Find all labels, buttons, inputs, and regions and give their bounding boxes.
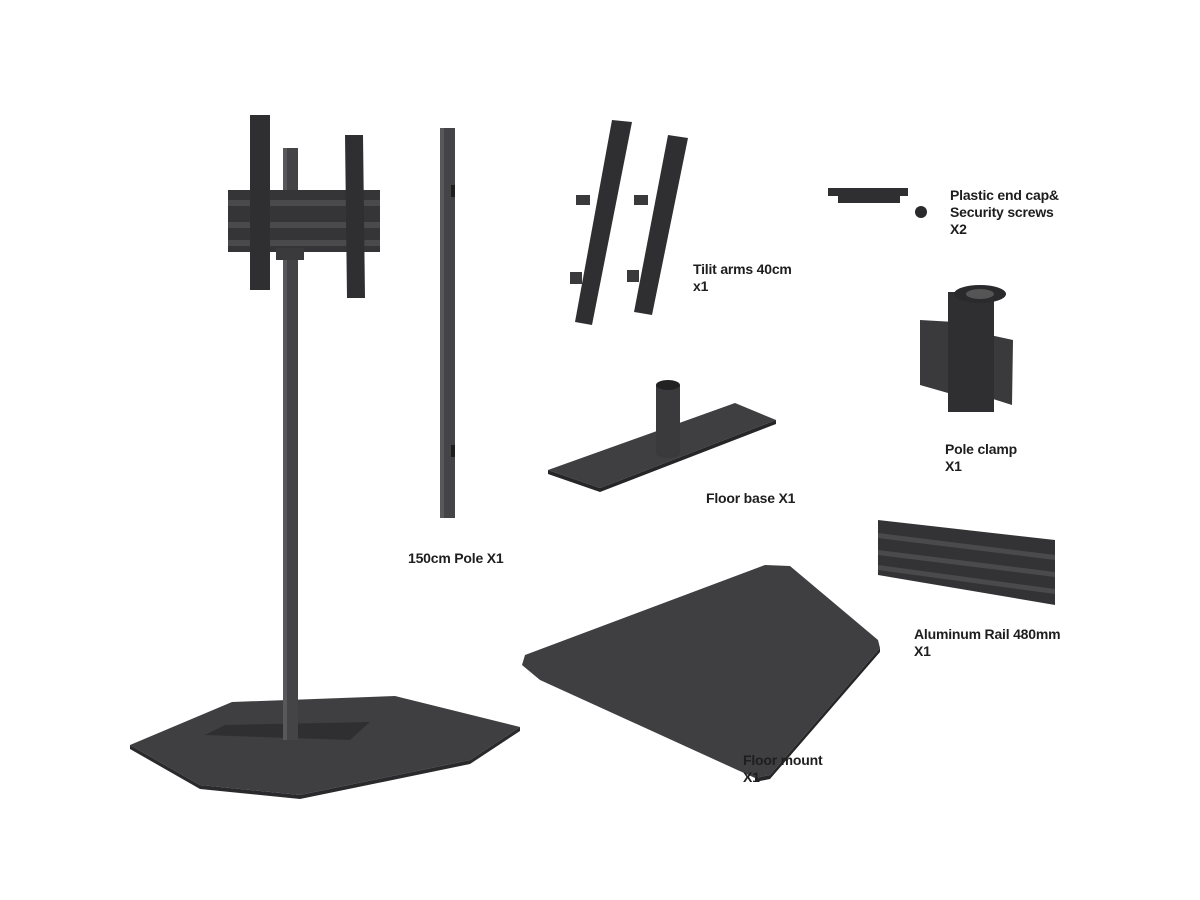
aluminum-rail-quantity: X1 [914,643,931,659]
aluminum-rail-label: Aluminum Rail 480mm X1 [914,626,1061,660]
floor-base-label-line: Floor base X1 [706,490,796,506]
tilt-arms-label: Tilit arms 40cm x1 [693,261,792,295]
pole-clamp-label: Pole clamp X1 [945,441,1017,475]
floor-mount-label-line: Floor mount [743,752,823,768]
pole-label: 150cm Pole X1 [408,550,504,567]
pole-clamp-image [920,285,1013,412]
floor-mount-label: Floor mount X1 [743,752,823,786]
tilt-arms-label-line: Tilit arms 40cm [693,261,792,277]
end-cap-screws-image [828,188,927,218]
floor-mount-image [522,565,880,782]
end-cap-screws-quantity: X2 [950,221,967,237]
pole-label-line: 150cm Pole X1 [408,550,504,566]
floor-mount-quantity: X1 [743,769,760,785]
end-cap-label-line: Plastic end cap& [950,187,1059,203]
screws-label-line: Security screws [950,204,1054,220]
aluminum-rail-image [878,520,1055,605]
tilt-arms-quantity: x1 [693,278,709,294]
floor-base-label: Floor base X1 [706,490,795,507]
end-cap-screws-label: Plastic end cap& Security screws X2 [950,187,1059,238]
assembled-stand-image [130,115,520,799]
pole-image [440,128,455,518]
pole-clamp-label-line: Pole clamp [945,441,1017,457]
aluminum-rail-label-line: Aluminum Rail 480mm [914,626,1061,642]
floor-base-image [548,380,776,492]
tilt-arms-image [570,120,688,325]
pole-clamp-quantity: X1 [945,458,962,474]
